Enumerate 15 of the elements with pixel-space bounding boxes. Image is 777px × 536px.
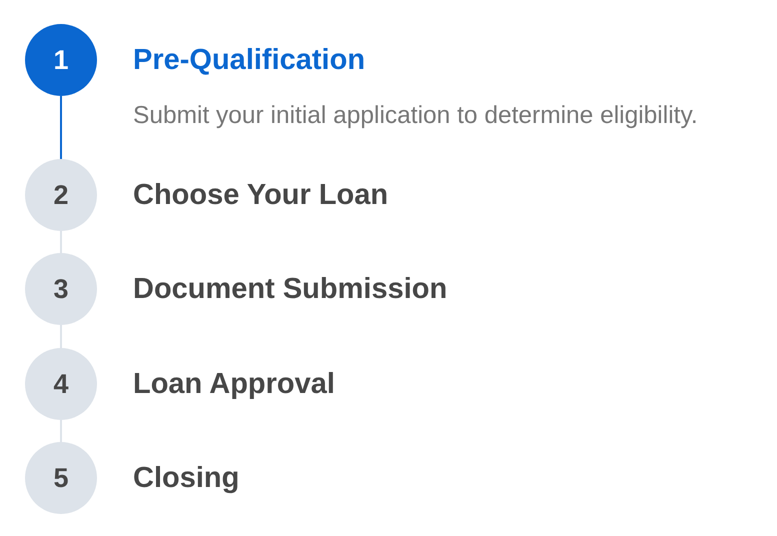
step-number: 1 [53,46,69,74]
connector-line [60,96,62,159]
connector-line [60,325,62,348]
step-description: Submit your initial application to determine eligibility. [133,101,698,131]
step-title: Choose Your Loan [133,178,388,212]
step-title: Pre-Qualification [133,43,366,77]
step-number: 5 [53,464,69,492]
step-number: 4 [53,370,69,398]
step-title: Closing [133,461,240,495]
step-title: Loan Approval [133,367,335,401]
connector-line [60,420,62,442]
connector-line [60,231,62,253]
step-number: 3 [53,276,69,302]
step-number: 2 [53,182,69,208]
step-title: Document Submission [133,272,448,306]
